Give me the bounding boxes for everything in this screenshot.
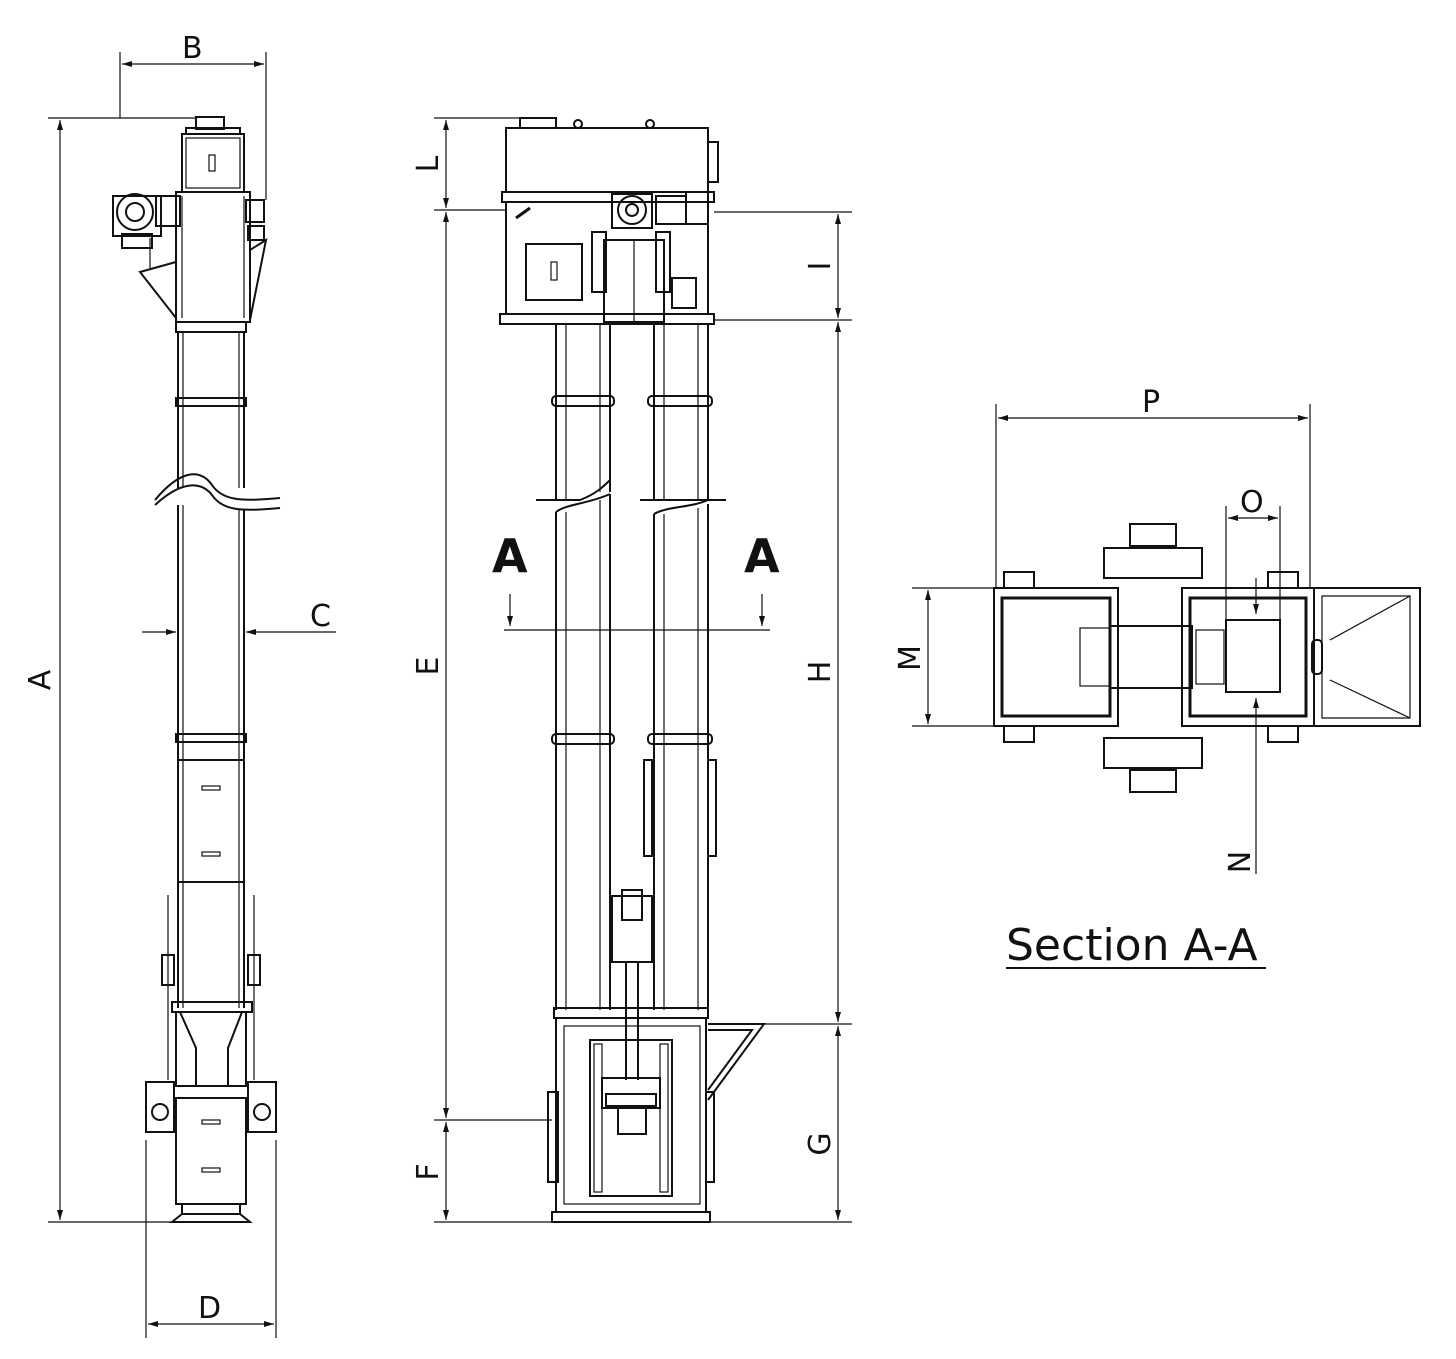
section-view — [993, 523, 1421, 793]
dim-label-g: G — [803, 1132, 838, 1155]
section-title: Section A-A — [1006, 920, 1258, 971]
dim-label-d: D — [198, 1291, 221, 1326]
front-view — [499, 117, 766, 1223]
side-view — [112, 116, 281, 1223]
dim-label-a: A — [23, 669, 58, 690]
dim-label-b: B — [182, 31, 203, 66]
dim-label-o: O — [1240, 485, 1264, 520]
dim-label-c: C — [310, 599, 331, 634]
section-mark-right: A — [744, 529, 780, 583]
dim-label-n: N — [1223, 851, 1258, 873]
dim-label-f: F — [411, 1163, 446, 1180]
dim-label-h: H — [803, 661, 838, 684]
dim-label-i: I — [803, 262, 838, 271]
dim-label-l: L — [411, 155, 446, 172]
dimension-labels: B A C D L E F I H G P O M N — [23, 31, 1264, 1326]
dim-label-m: M — [893, 645, 928, 671]
dim-label-p: P — [1142, 385, 1160, 420]
dim-label-e: E — [411, 657, 446, 676]
dimension-lines — [48, 52, 1311, 1338]
section-mark-left: A — [492, 529, 528, 583]
